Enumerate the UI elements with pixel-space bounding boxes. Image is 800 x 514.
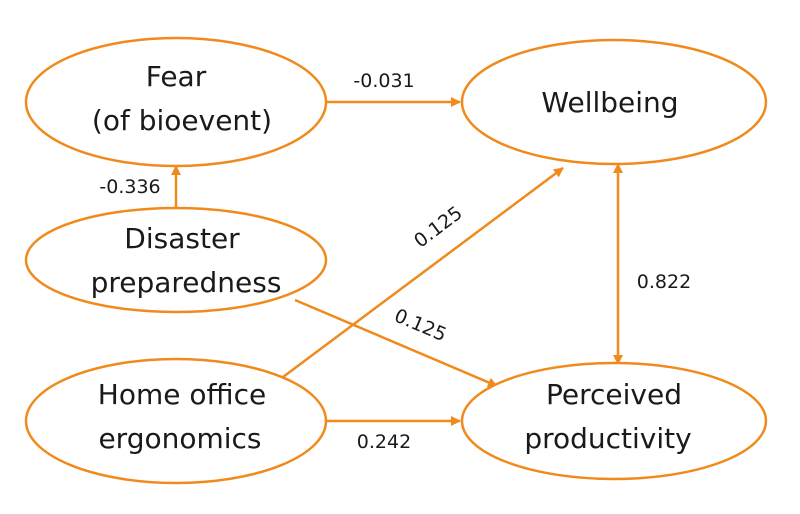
node-perceived-productivity-shape — [460, 361, 768, 481]
node-home-office-ergonomics: Home office ergonomics — [24, 357, 328, 485]
node-perceived-productivity-label-line-1: Perceived — [546, 378, 682, 411]
edge-homeoffice-wellbeing — [278, 166, 564, 382]
node-wellbeing-label: Wellbeing — [541, 86, 678, 119]
node-disaster-preparedness-label-line-1: Disaster — [124, 222, 240, 255]
node-disaster-preparedness-label-line-2: preparedness — [91, 266, 282, 299]
node-fear: Fear (of bioevent) — [24, 36, 328, 168]
edge-label-disaster-productivity: 0.125 — [391, 305, 450, 347]
node-wellbeing: Wellbeing — [460, 38, 768, 166]
node-fear-label-line-2: (of bioevent) — [92, 104, 272, 137]
edge-label-disaster-fear: -0.336 — [99, 176, 160, 198]
edge-label-fear-wellbeing: -0.031 — [353, 70, 414, 92]
edge-label-homeoffice-productivity: 0.242 — [357, 431, 411, 453]
node-home-office-ergonomics-label-line-1: Home office — [98, 378, 266, 411]
edge-label-wellbeing-productivity: 0.822 — [637, 271, 691, 293]
node-home-office-ergonomics-label-line-2: ergonomics — [98, 422, 261, 455]
node-disaster-preparedness: Disaster preparedness — [24, 206, 328, 314]
node-perceived-productivity: Perceived productivity — [460, 361, 768, 481]
node-disaster-preparedness-shape — [24, 206, 328, 314]
node-wellbeing-shape — [460, 38, 768, 166]
edges — [171, 97, 623, 426]
node-home-office-ergonomics-shape — [24, 357, 328, 485]
node-perceived-productivity-label-line-2: productivity — [524, 422, 691, 455]
edge-disaster-productivity — [294, 298, 498, 388]
node-fear-shape — [24, 36, 328, 168]
node-fear-label-line-1: Fear — [146, 60, 207, 93]
